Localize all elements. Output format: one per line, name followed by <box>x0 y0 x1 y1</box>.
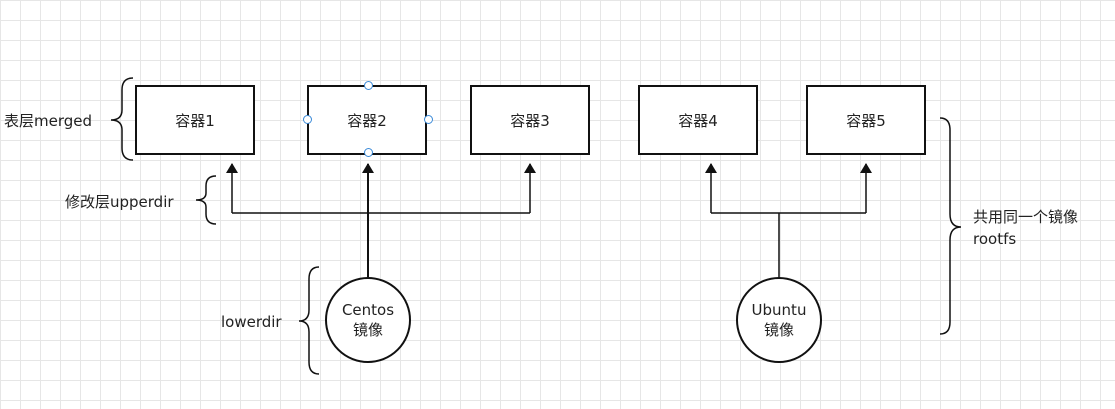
container-5-box[interactable]: 容器5 <box>806 85 926 155</box>
container-2-box[interactable]: 容器2 <box>307 85 427 155</box>
container-5-label: 容器5 <box>846 111 886 130</box>
ubuntu-image-name: Ubuntu <box>751 301 807 319</box>
container-1-box[interactable]: 容器1 <box>135 85 255 155</box>
selection-handle-right[interactable] <box>424 115 433 124</box>
brace-upperdir <box>195 175 217 225</box>
selection-handle-top[interactable] <box>364 81 373 90</box>
shared-rootfs-note: 共用同一个镜像 rootfs <box>973 206 1078 250</box>
container-3-box[interactable]: 容器3 <box>470 85 590 155</box>
shared-rootfs-note-line1: 共用同一个镜像 <box>973 208 1079 226</box>
centos-image-node[interactable]: Centos 镜像 <box>325 277 411 363</box>
selection-handle-bottom[interactable] <box>364 148 373 157</box>
shared-rootfs-note-line2: rootfs <box>973 230 1017 248</box>
layer-label-upperdir: 修改层upperdir <box>65 193 174 211</box>
ubuntu-image-suffix: 镜像 <box>763 321 794 339</box>
centos-image-suffix: 镜像 <box>352 321 383 339</box>
container-2-label: 容器2 <box>347 111 387 130</box>
container-3-label: 容器3 <box>510 111 550 130</box>
container-4-label: 容器4 <box>678 111 718 130</box>
centos-image-name: Centos <box>341 301 395 319</box>
layer-label-merged: 表层merged <box>4 112 93 130</box>
container-4-box[interactable]: 容器4 <box>638 85 758 155</box>
layer-label-lowerdir: lowerdir <box>221 313 282 331</box>
selection-handle-left[interactable] <box>303 115 312 124</box>
container-1-label: 容器1 <box>175 111 215 130</box>
brace-lowerdir <box>298 266 320 375</box>
brace-shared <box>939 117 962 335</box>
ubuntu-image-node[interactable]: Ubuntu 镜像 <box>736 277 822 363</box>
brace-merged <box>110 77 134 161</box>
